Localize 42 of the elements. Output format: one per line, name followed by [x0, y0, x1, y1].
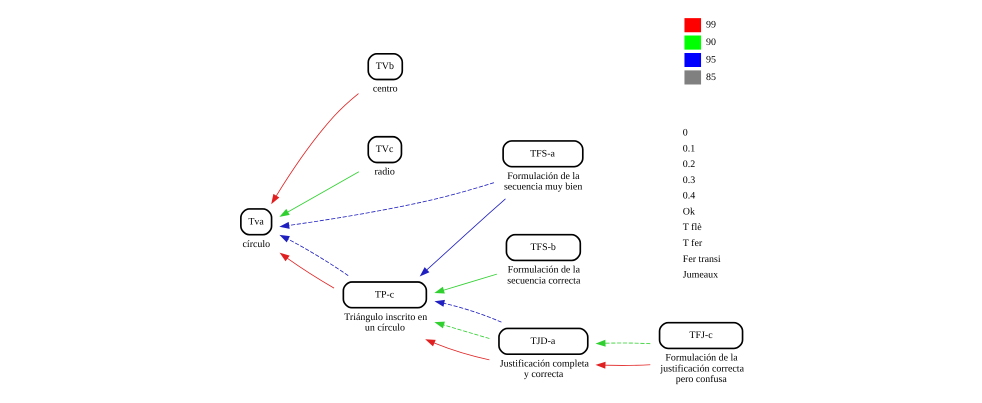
node-label: círculo	[242, 238, 270, 250]
arrow	[424, 339, 490, 360]
node-label: Formulación de la justificación correcta pero confusa	[660, 352, 744, 386]
node-box: TFS-a	[502, 140, 584, 168]
arrow	[279, 252, 334, 289]
label: 0.2	[682, 159, 695, 170]
legend-label: 90	[706, 37, 716, 48]
legend-label: 85	[706, 72, 716, 83]
label: Jumeaux	[682, 270, 718, 281]
node-label: Formulación de la secuencia correcta	[506, 264, 580, 286]
arrow	[419, 198, 506, 276]
arrow	[270, 93, 358, 204]
arrow	[434, 274, 497, 294]
legend-label: 99	[706, 20, 716, 31]
label: 0	[682, 128, 688, 139]
label: 0.1	[682, 143, 695, 154]
label: 0.3	[682, 174, 695, 186]
legend-label: 95	[706, 54, 716, 66]
node-box: TVb	[366, 52, 403, 80]
node-label: Triángulo inscrito en un círculo	[344, 312, 427, 334]
node-label: centro	[372, 84, 398, 95]
node-box: TFS-b	[505, 234, 581, 262]
arrow	[278, 171, 359, 217]
node-label: Formulación de la secuencia muy bien	[503, 170, 582, 193]
arrow	[595, 362, 650, 369]
label: T fer	[682, 238, 702, 249]
arrow	[595, 340, 650, 347]
arrow	[434, 300, 502, 323]
arrow	[278, 234, 348, 276]
arrow	[434, 322, 490, 339]
node-box: TP-c	[342, 281, 427, 309]
label: T flè	[682, 222, 702, 234]
label: Ok	[682, 206, 694, 218]
node-box: TFJ-c	[658, 322, 743, 350]
node-label: Justificación completa y correcta	[499, 358, 588, 380]
node-box: TVc	[366, 136, 402, 164]
node-box: Tva	[240, 208, 272, 236]
arrow	[278, 182, 494, 229]
node-box: TJD-a	[498, 328, 588, 356]
label: Fer transi	[682, 254, 720, 265]
node-label: radio	[374, 166, 394, 178]
label: 0.4	[682, 190, 695, 202]
